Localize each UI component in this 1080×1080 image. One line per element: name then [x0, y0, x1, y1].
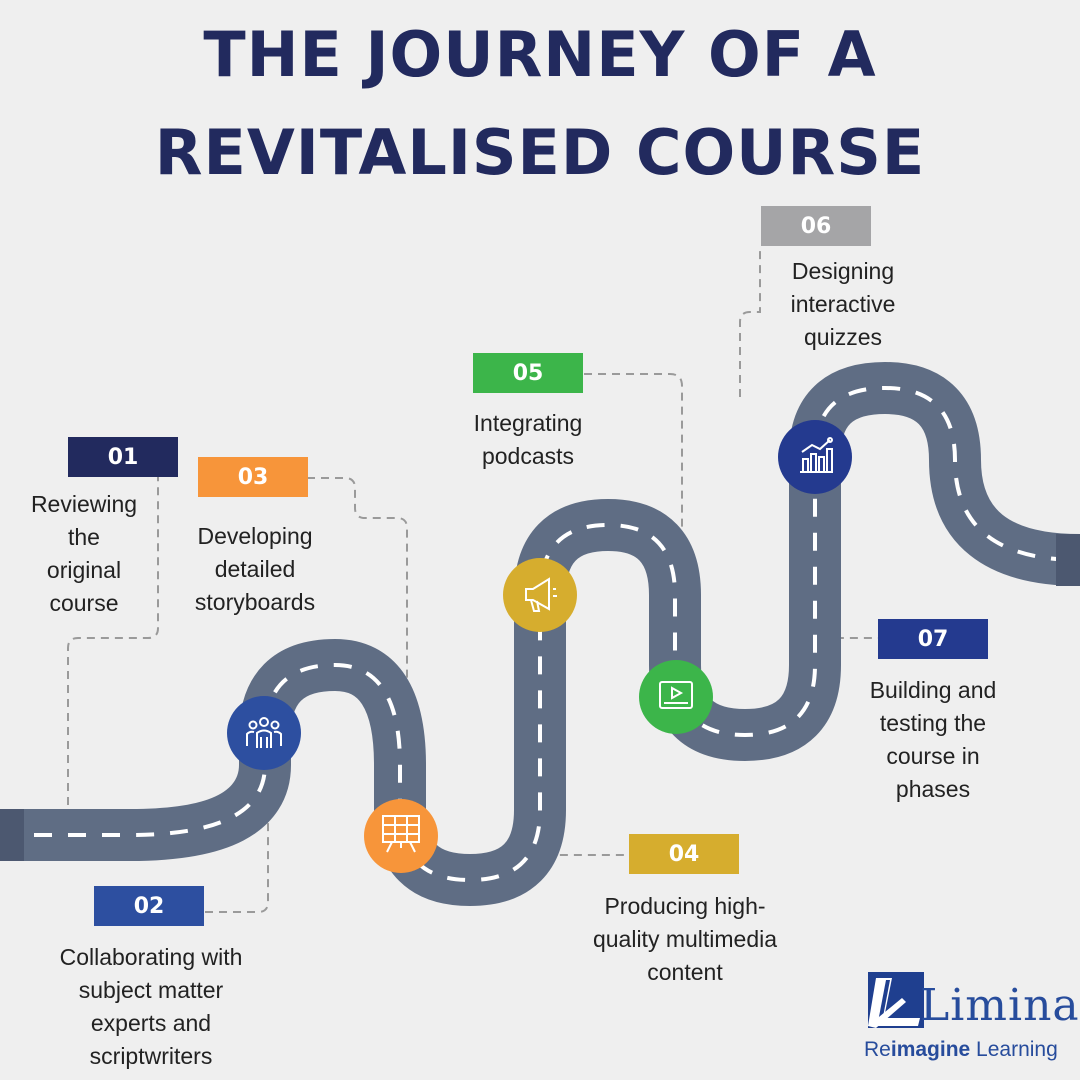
page-title-line-2: REVITALISED COURSE	[154, 116, 926, 189]
chart-icon	[800, 437, 833, 473]
step-05-badge: 05	[473, 353, 583, 393]
step-03-badge: 03	[198, 457, 308, 497]
connector-02	[205, 787, 269, 913]
megaphone-icon	[525, 577, 557, 612]
marker-storyboard	[364, 799, 438, 873]
logo-tagline: Reimagine Learning	[864, 1038, 1058, 1061]
video-player-icon	[659, 681, 693, 709]
step-06-badge: 06	[761, 206, 871, 246]
step-02-badge: 02	[94, 886, 204, 926]
connector-05	[584, 373, 683, 660]
road-lane-marking	[0, 385, 1080, 883]
logo-mark-icon	[868, 972, 924, 1028]
marker-video	[639, 660, 713, 734]
page-title-line-1: THE JOURNEY OF A	[203, 18, 877, 91]
logo-wordmark: Limina	[920, 980, 1080, 1031]
storyboard-icon	[382, 815, 420, 853]
limina-logo: Limina Reimagine Learning	[862, 966, 1079, 1066]
marker-chart	[778, 420, 852, 494]
connector-03	[307, 477, 408, 790]
step-04-badge: 04	[629, 834, 739, 874]
marker-megaphone	[503, 558, 577, 632]
road-end-cap	[1056, 534, 1080, 586]
step-07-badge: 07	[878, 619, 988, 659]
marker-team	[227, 696, 301, 770]
step-01-badge: 01	[68, 437, 178, 477]
road-start-cap	[0, 809, 24, 861]
connector-01	[67, 477, 159, 805]
team-icon	[246, 717, 282, 748]
connector-06	[739, 248, 761, 397]
